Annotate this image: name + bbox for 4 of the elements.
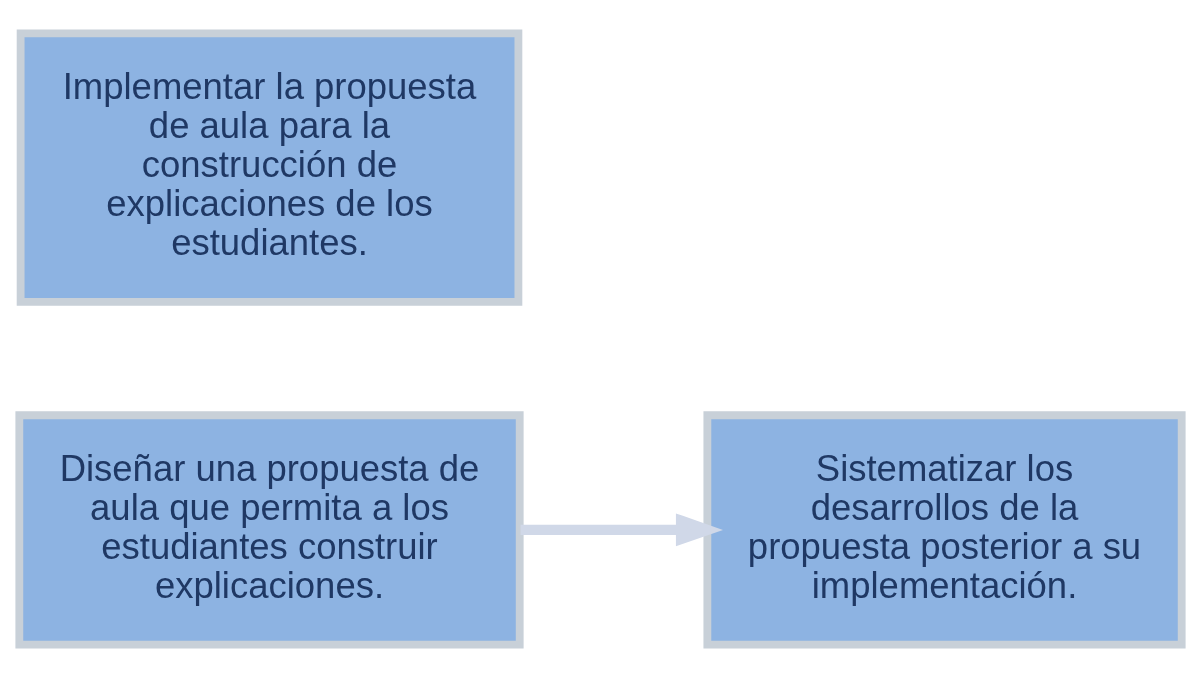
arrow: [520, 512, 723, 546]
node-box: Diseñar una propuesta de aula que permita a los estudiantes construir explicaciones.: [15, 410, 524, 648]
node-box: Sistematizar los desarrollos de la propuesta posterior a su implementación.: [703, 410, 1186, 648]
node-box: Implementar la propuesta de aula para la construcción de explicaciones de los estudiantes.: [16, 29, 523, 306]
